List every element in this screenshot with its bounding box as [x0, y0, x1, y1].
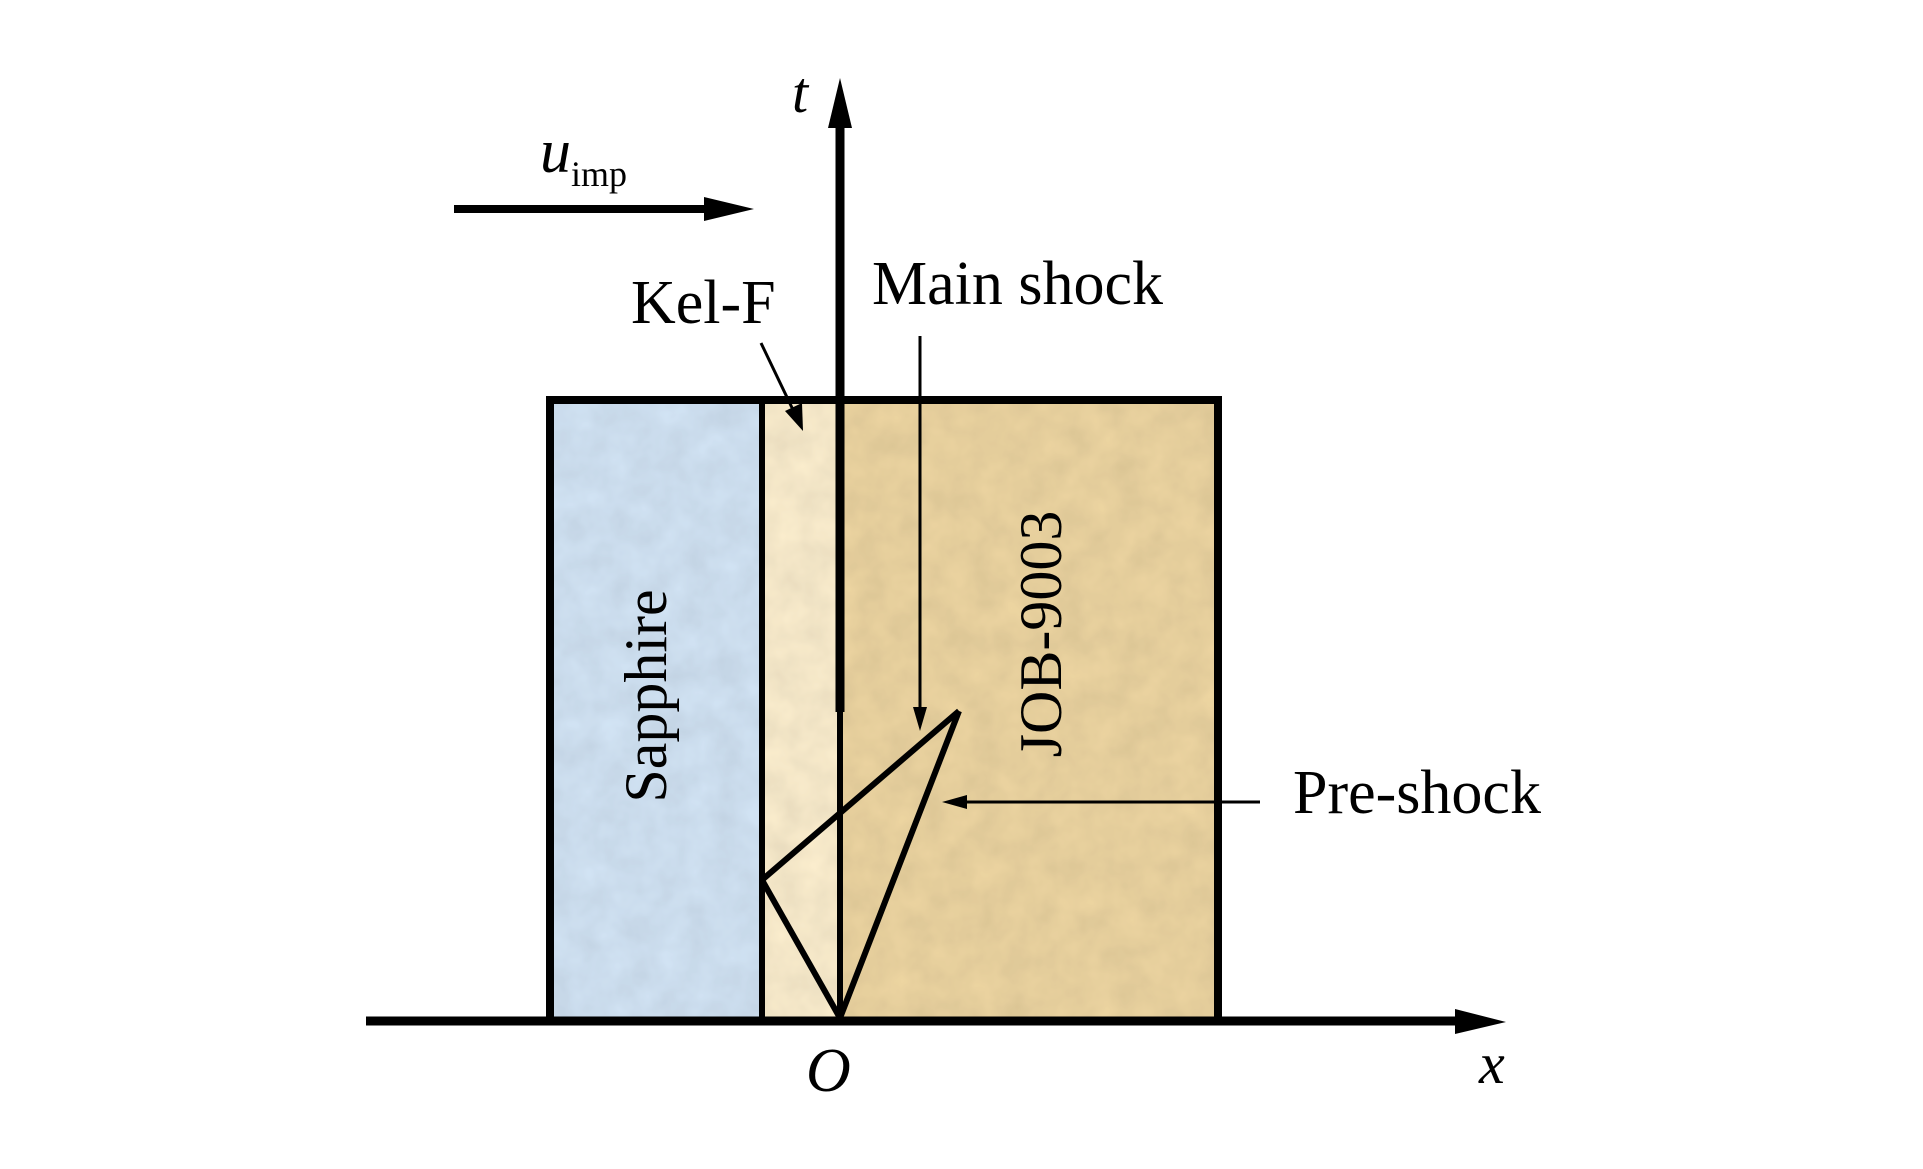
pre-shock-pointer-arrowhead	[942, 795, 967, 809]
kelf-pointer-arrowhead	[785, 403, 803, 431]
impact-velocity-label: uimp	[540, 118, 627, 194]
t-axis-label: t	[792, 60, 810, 125]
t-axis-arrowhead	[828, 78, 852, 128]
main-shock-wave-line	[837, 709, 962, 1020]
origin-label: O	[806, 1037, 851, 1105]
kelf-pointer-line	[759, 342, 797, 415]
impact-velocity-arrowhead	[704, 197, 754, 221]
x-axis-arrowhead	[1455, 1009, 1506, 1034]
kelf-region	[761, 400, 840, 1021]
kelf-label: Kel-F	[631, 269, 776, 337]
job9003-region	[840, 400, 1218, 1021]
pre-shock-label: Pre-shock	[1293, 759, 1541, 827]
reflected-wave-line	[759, 878, 843, 1020]
main-shock-label: Main shock	[872, 250, 1163, 318]
job9003-label: JOB-9003	[1008, 511, 1074, 758]
sapphire-region	[550, 400, 761, 1021]
impact-velocity-subscript: imp	[571, 154, 627, 194]
transmitted-wave-line	[760, 708, 961, 883]
impact-velocity-symbol: u	[540, 118, 571, 186]
sapphire-label: Sapphire	[613, 589, 679, 802]
x-axis-label: x	[1478, 1031, 1505, 1096]
main-shock-pointer-arrowhead	[913, 707, 927, 731]
